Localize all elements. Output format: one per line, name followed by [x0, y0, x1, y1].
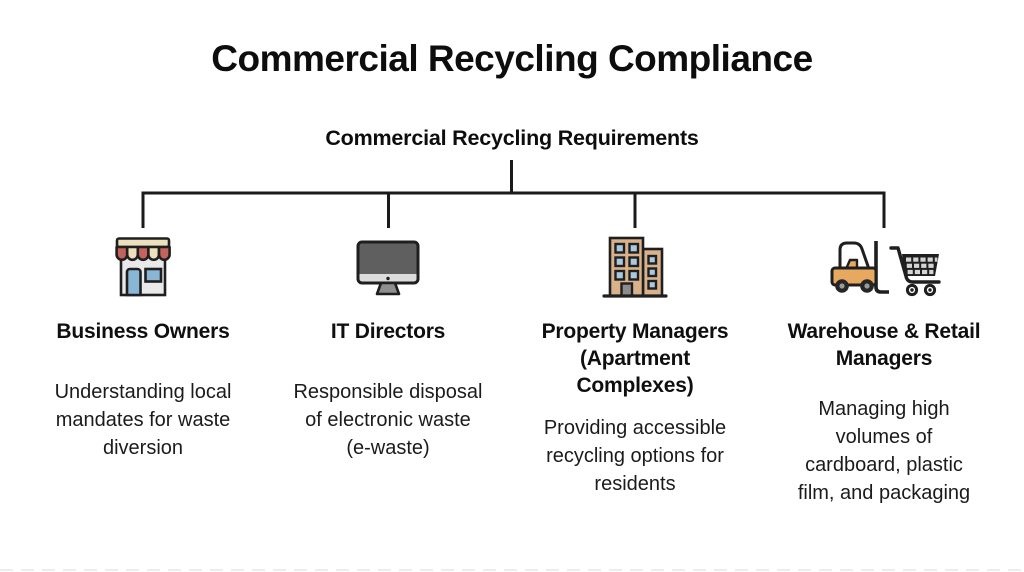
branch-label: IT Directors — [330, 320, 446, 343]
branch-label: Property Managers (Apartment Complexes) — [541, 320, 729, 397]
apartment-building-icon — [515, 232, 755, 304]
page-title: Commercial Recycling Compliance — [211, 38, 813, 79]
storefront-icon — [23, 232, 263, 304]
branch-description: Providing accessible recycling options f… — [543, 417, 727, 495]
branch-description: Managing high volumes of cardboard, plas… — [797, 398, 971, 504]
branch-description: Responsible disposal of electronic waste… — [293, 381, 483, 459]
branch-label: Business Owners — [56, 320, 230, 343]
branch-description: Understanding local mandates for waste d… — [54, 381, 232, 459]
branch-label: Warehouse & Retail Managers — [787, 320, 981, 370]
forklift-and-cart-icon — [764, 232, 1004, 304]
branch-it-directors: IT Directors Responsible disposal of ele… — [268, 232, 508, 462]
desktop-monitor-icon — [268, 232, 508, 304]
branch-warehouse-retail-managers: Warehouse & Retail Managers Managing hig… — [764, 232, 1004, 507]
branch-property-managers: Property Managers (Apartment Complexes) … — [515, 232, 755, 498]
branch-business-owners: Business Owners Understanding local mand… — [23, 232, 263, 462]
cropped-text-artifact — [0, 569, 1024, 571]
root-node-label: Commercial Recycling Requirements — [325, 126, 699, 150]
